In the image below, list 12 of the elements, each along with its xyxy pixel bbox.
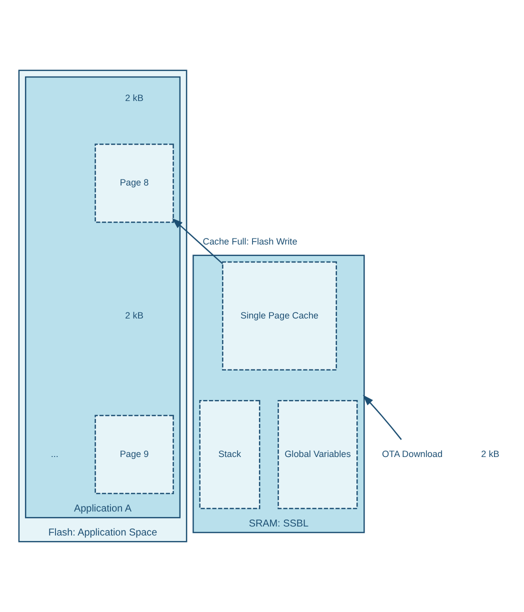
edge-label: Cache Full: Flash Write xyxy=(202,236,297,246)
node-box: Page 9 xyxy=(94,414,174,494)
node-box: Single Page Cache xyxy=(222,261,336,371)
node-box: Global Variables xyxy=(277,400,358,510)
label: 2 kB xyxy=(124,310,143,320)
label: ... xyxy=(50,448,58,459)
arrow xyxy=(362,394,402,440)
label: 2 kB xyxy=(124,92,143,103)
node-text: OTA Download xyxy=(381,448,442,459)
label: 2 kB xyxy=(480,448,499,459)
node-box: Stack xyxy=(198,400,260,510)
node-box: Page 8 xyxy=(94,144,174,223)
